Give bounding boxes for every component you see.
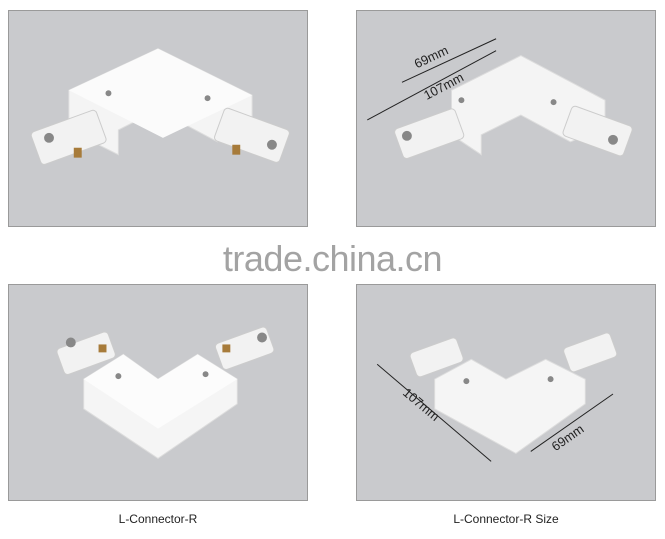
watermark: trade.china.cn [222,238,443,279]
l-connector-illustration [56,326,275,459]
product-photo-bottom-view [8,284,308,501]
dimension-label-short: 69mm [412,42,451,71]
caption-l-connector-size: L-Connector-R Size [453,512,559,526]
product-photo-top-view [8,10,308,227]
l-connector-dimension-illustration: 107mm 69mm [376,332,618,462]
product-photo-bottom-view-dimensions: 107mm 69mm [356,284,656,501]
l-connector-dimension-illustration: 69mm 107mm [367,38,633,159]
caption-l-connector: L-Connector-R [118,512,198,526]
product-photo-top-view-dimensions: 69mm 107mm [356,10,656,227]
l-connector-illustration [30,48,290,165]
